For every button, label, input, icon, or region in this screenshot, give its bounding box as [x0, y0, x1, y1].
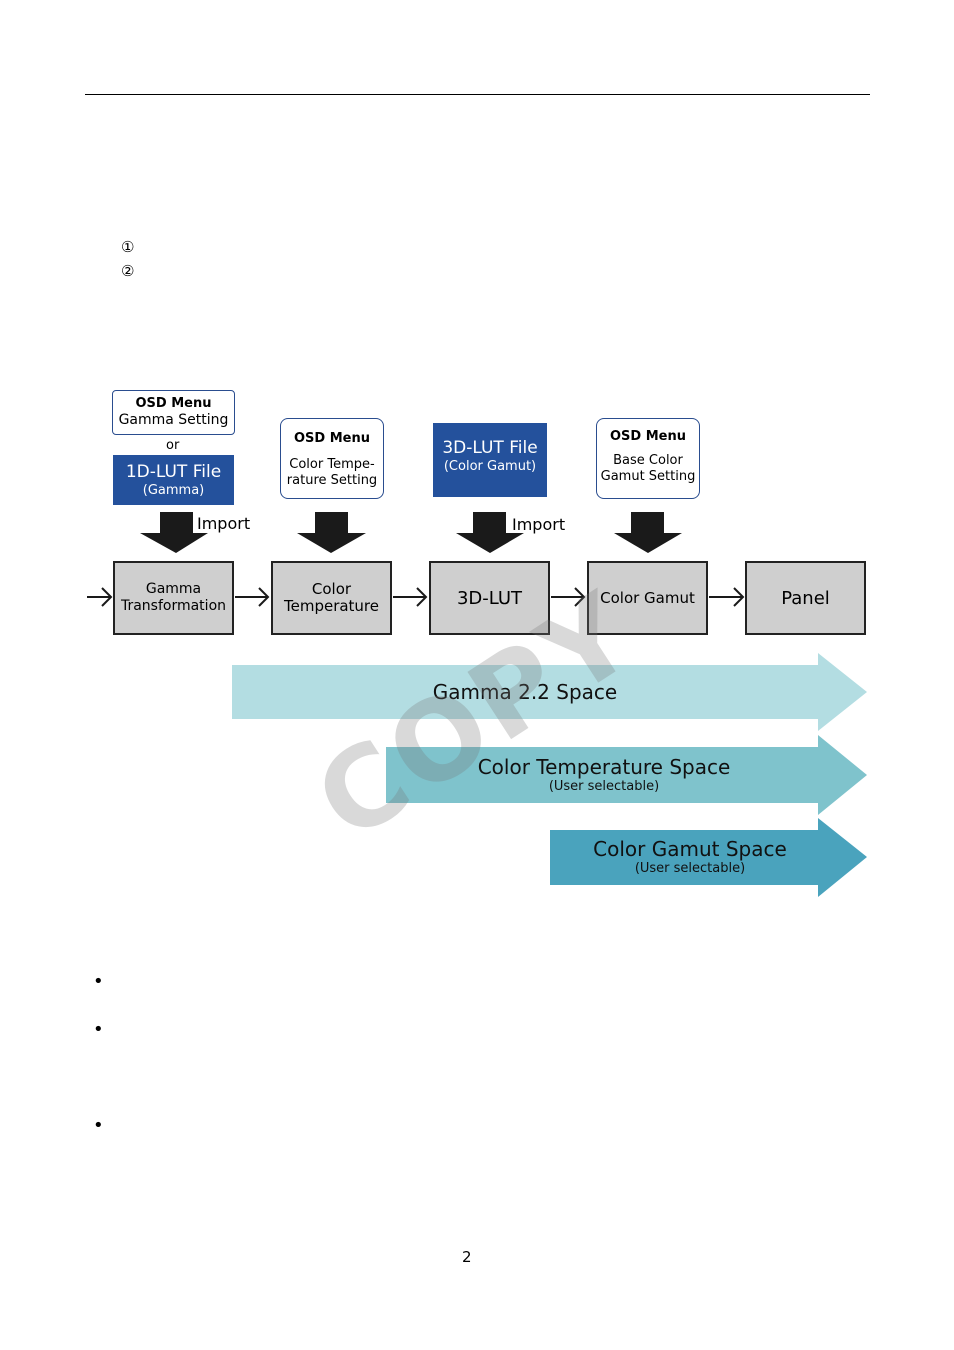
lut1d-sub: (Gamma) [142, 483, 205, 498]
bullet-2: • [93, 1019, 104, 1040]
block-color-temp-line2: Temperature [283, 597, 380, 615]
band-color-gamut: Color Gamut Space (User selectable) [550, 837, 830, 876]
block-gamma-transformation: Gamma Transformation [113, 561, 234, 635]
gamma-osd-title: OSD Menu [135, 396, 212, 411]
band-color-temp-shape [386, 735, 867, 815]
gamma-osd-text: Gamma Setting [118, 412, 229, 428]
page-number: 2 [462, 1248, 472, 1266]
gamut-osd-title: OSD Menu [610, 429, 686, 444]
header-rule [85, 94, 870, 95]
color-temp-osd-line2: rature Setting [286, 473, 378, 488]
import-arrow-color-gamut [614, 512, 682, 553]
list-marker-1: ① [121, 238, 135, 256]
lut3d-file: 3D-LUT File (Color Gamut) [433, 423, 547, 497]
color-temp-osd-title: OSD Menu [294, 431, 370, 446]
gamut-osd-line2: Gamut Setting [600, 469, 696, 484]
block-color-temperature: Color Temperature [271, 561, 392, 635]
block-panel: Panel [745, 561, 866, 635]
bullet-1: • [93, 971, 104, 992]
band-gamma-shape [232, 653, 867, 731]
lut1d-title: 1D-LUT File [125, 462, 222, 482]
list-marker-2: ② [121, 262, 135, 280]
gamma-osd-box: OSD Menu Gamma Setting [112, 390, 235, 435]
band-gamma: Gamma 2.2 Space [232, 680, 818, 704]
band-color-gamut-sub: (User selectable) [634, 861, 746, 876]
import-label-2: Import [512, 515, 566, 534]
band-color-gamut-shape [550, 818, 867, 897]
color-temp-osd-line1: Color Tempe- [289, 457, 375, 472]
bullet-3: • [93, 1115, 104, 1136]
flow-arrow-1 [235, 587, 270, 607]
import-label-1: Import [197, 514, 251, 533]
block-3dlut: 3D-LUT [429, 561, 550, 635]
block-gamma-line1: Gamma [145, 581, 202, 597]
block-color-temp-line1: Color [311, 580, 352, 598]
block-gamma-line2: Transformation [120, 598, 227, 614]
band-gamma-title: Gamma 2.2 Space [432, 680, 618, 704]
flow-arrow-input [87, 587, 113, 607]
flow-arrow-2 [393, 587, 428, 607]
band-color-gamut-title: Color Gamut Space [593, 837, 787, 861]
lut1d-file: 1D-LUT File (Gamma) [113, 455, 234, 505]
band-color-temp-title: Color Temperature Space [477, 755, 731, 779]
lut3d-sub: (Color Gamut) [443, 459, 537, 474]
import-arrow-3dlut [456, 512, 524, 553]
import-arrow-gamma [140, 512, 208, 553]
band-color-temp-sub: (User selectable) [548, 779, 660, 794]
gamut-osd-box: OSD Menu Base Color Gamut Setting [596, 418, 700, 499]
color-temp-osd-box: OSD Menu Color Tempe- rature Setting [280, 418, 384, 499]
or-label: or [166, 438, 180, 453]
block-color-gamut: Color Gamut [587, 561, 708, 635]
lut3d-title: 3D-LUT File [442, 438, 538, 458]
gamut-osd-line1: Base Color [613, 453, 683, 468]
import-arrow-color-temp [297, 512, 366, 553]
flow-arrow-3 [551, 587, 586, 607]
band-color-temp: Color Temperature Space (User selectable… [386, 755, 822, 794]
flow-arrow-4 [709, 587, 745, 607]
